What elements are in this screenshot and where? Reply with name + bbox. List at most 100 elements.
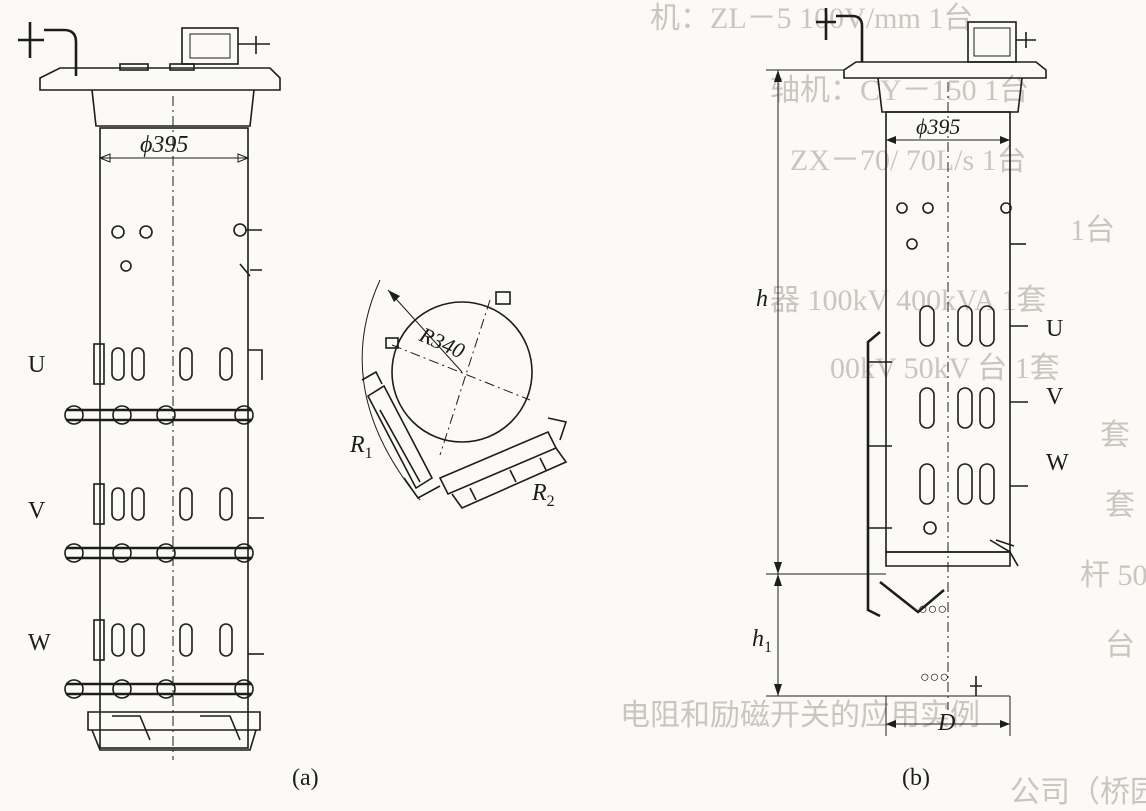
bus-clamp <box>234 543 254 563</box>
ghost-line-12: 公司（桥园） <box>1010 776 1146 809</box>
phase-label-u: U <box>1046 316 1063 342</box>
radius-label: R340 <box>415 321 469 363</box>
plan-circle <box>391 301 533 443</box>
knob <box>906 238 918 250</box>
box-detail <box>361 370 421 483</box>
bus-clamp <box>234 679 254 699</box>
side-bracket <box>248 349 263 380</box>
bus-clamp <box>234 405 254 425</box>
knob <box>1000 202 1012 214</box>
ghost-line-2: 轴机：CY－150 1台 <box>770 74 1029 107</box>
side-pins <box>1010 325 1028 487</box>
arrowhead <box>774 684 782 696</box>
bus-clamp <box>112 405 132 425</box>
flange-lug <box>119 63 149 71</box>
phase-label-v: V <box>1046 384 1064 410</box>
phase-label-w: W <box>1046 450 1069 476</box>
arrowhead <box>98 153 111 163</box>
coil-slot <box>219 487 233 521</box>
coil-slot <box>979 387 995 429</box>
arrowhead <box>1000 720 1010 728</box>
side-bracket <box>93 343 105 385</box>
coil-slot <box>957 387 973 429</box>
ghost-line-5: 器 100kV 400kVA 1套 <box>770 284 1046 317</box>
ghost-line-7: 套 <box>1100 419 1130 452</box>
resistor-box-r1 <box>361 370 441 500</box>
terminal-box <box>967 21 1017 63</box>
h1-label: h1 <box>752 626 772 656</box>
coil-slot <box>131 347 145 381</box>
arrowhead <box>237 153 250 163</box>
box-foot <box>403 477 441 500</box>
box-detail <box>451 447 568 509</box>
coil-slot <box>179 347 193 381</box>
radius-line <box>387 289 463 373</box>
lower-plate <box>885 551 1011 567</box>
side-pins <box>239 229 262 277</box>
ghost-line-4: 1台 <box>1070 214 1115 247</box>
column-body <box>99 127 249 749</box>
knob <box>139 225 153 239</box>
plan-view: R340 R1 R2 <box>349 279 568 510</box>
coil-slot <box>979 463 995 505</box>
coil-slot <box>979 305 995 347</box>
bus-clamp <box>64 405 84 425</box>
sweep-arc-r1 <box>361 279 421 501</box>
resistor-box-r2 <box>438 417 568 509</box>
terminal-box-inner <box>973 27 1011 57</box>
r2-label: R2 <box>531 480 555 510</box>
terminal-stub <box>1016 32 1036 48</box>
plan-centerline <box>439 299 491 456</box>
bus-clamp <box>112 679 132 699</box>
coil-slot <box>919 463 935 505</box>
top-flange <box>39 67 281 91</box>
phase-label-w: W <box>28 630 51 656</box>
coil-group-w <box>64 619 264 699</box>
arrowhead <box>774 70 782 82</box>
figure-b-resistor-column: ϕ395 U V W ○○○ ○○○ <box>752 8 1069 791</box>
caption-a: (a) <box>292 765 319 791</box>
phase-label-v: V <box>28 498 46 524</box>
bus-clamp <box>156 405 176 425</box>
coil-rows <box>919 305 1028 505</box>
side-bracket <box>93 619 105 661</box>
arrowhead <box>388 290 400 302</box>
top-flange <box>843 61 1047 79</box>
diameter-label: ϕ395 <box>916 114 960 139</box>
coil-slot <box>219 623 233 657</box>
ghost-line-11: 电阻和励磁开关的应用实例 <box>620 699 980 732</box>
knob <box>923 521 937 535</box>
lower-bracket <box>989 539 1019 567</box>
link-rod <box>879 580 945 614</box>
knob <box>233 223 247 237</box>
arrowhead <box>1000 136 1010 144</box>
ghost-line-10: 台 <box>1105 629 1135 662</box>
bus-bar <box>66 546 252 560</box>
h-label: h <box>756 286 768 312</box>
plan-lug <box>385 337 399 349</box>
ghost-line-8: 套 <box>1105 489 1135 522</box>
knob <box>120 260 132 272</box>
figure-a-resistor-column: ϕ395 U V W <box>18 22 319 791</box>
coil-slot <box>219 347 233 381</box>
coil-slot <box>919 387 935 429</box>
terminal-box <box>181 27 239 65</box>
coil-slot <box>919 305 935 347</box>
coil-slot <box>131 487 145 521</box>
bus-clamp <box>64 679 84 699</box>
caption-b: (b) <box>902 765 930 791</box>
arrowhead <box>774 562 782 574</box>
coil-slot <box>111 347 125 381</box>
coil-slot <box>179 623 193 657</box>
bottom-mark <box>970 676 982 696</box>
bus-taps <box>868 361 892 529</box>
column-base <box>87 711 261 751</box>
small-marks: ○○○ <box>920 669 949 686</box>
bus-clamp <box>64 543 84 563</box>
terminal-box-inner <box>189 33 231 59</box>
bus-clamp <box>156 679 176 699</box>
bus-bar <box>66 682 252 696</box>
coil-slot <box>111 487 125 521</box>
